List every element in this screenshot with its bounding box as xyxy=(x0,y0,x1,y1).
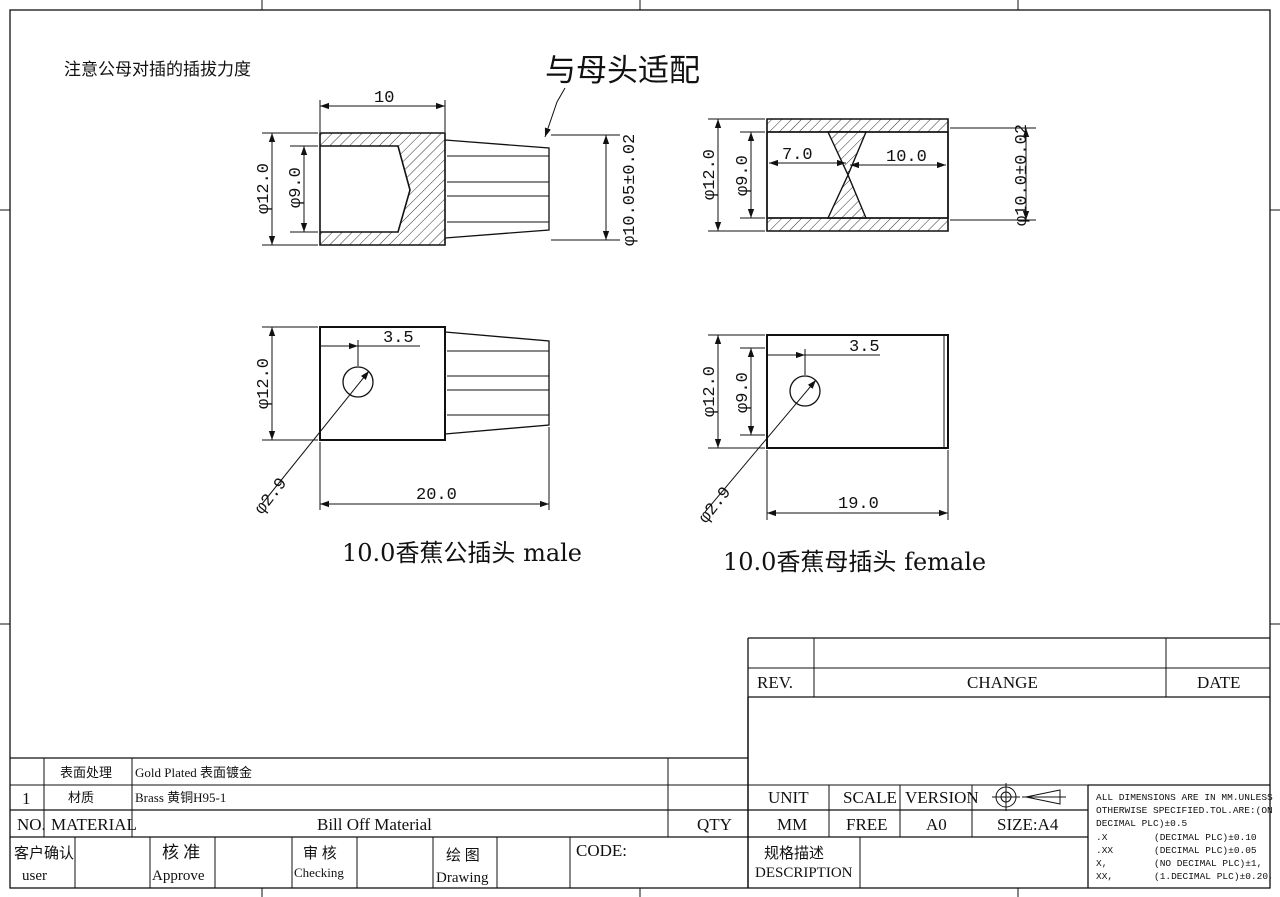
finish-label: 表面处理 xyxy=(60,765,112,780)
bill-header: Bill Off Material xyxy=(317,815,432,834)
dim-male-inner-dia: φ9.0 xyxy=(287,167,306,208)
female-side-view: 3.5 φ12.0 φ9.0 φ2.9 19.0 10.0香蕉母插头 femal… xyxy=(696,334,986,576)
draw-cn: 绘 图 xyxy=(446,847,480,864)
draw-en: Drawing xyxy=(436,870,489,886)
title-block: 表面处理 Gold Plated 表面镀金 1 材质 Brass 黄铜H95-1… xyxy=(10,697,1274,888)
unit-label: UNIT xyxy=(768,788,809,807)
tolerance-line-1: ALL DIMENSIONS ARE IN MM.UNLESS xyxy=(1096,792,1273,803)
dim-female-tip-dia: φ10.0±0.02 xyxy=(1013,124,1032,226)
dim-female-right-depth: 10.0 xyxy=(886,148,927,167)
male-section-view: 10 φ12.0 φ9.0 φ10.05±0.02 xyxy=(255,89,640,246)
customer-confirm-cn: 客户确认 xyxy=(14,845,74,862)
note-mate-with-female: 与母头适配 xyxy=(545,53,700,89)
note-insertion-force: 注意公母对插的插拔力度 xyxy=(64,60,251,80)
material-header: MATERIAL xyxy=(51,815,137,834)
male-title: 10.0香蕉公插头 male xyxy=(342,539,582,567)
male-side-view: 3.5 φ12.0 φ2.9 20.0 10.0香蕉公插头 male xyxy=(252,326,582,567)
description-en: DESCRIPTION xyxy=(755,865,853,881)
tolerance-line-2: OTHERWISE SPECIFIED.TOL.ARE:(ON xyxy=(1096,805,1273,816)
rev-header: REV. xyxy=(757,673,793,692)
no-header: NO. xyxy=(17,815,46,834)
male-cross-hole xyxy=(342,366,374,398)
dim-male-hole-position: 3.5 xyxy=(383,329,414,348)
dim-male-tip-dia: φ10.05±0.02 xyxy=(621,134,640,246)
version-value: A0 xyxy=(926,815,947,834)
female-cone-hatch xyxy=(826,131,868,219)
male-side-pin xyxy=(444,331,550,435)
scale-value: FREE xyxy=(846,815,888,834)
approve-cn: 核 准 xyxy=(162,843,200,862)
tolerance-text-4: (1.DECIMAL PLC)±0.20, xyxy=(1154,871,1274,882)
customer-confirm-en: user xyxy=(22,868,47,884)
tolerance-text-3: (NO DECIMAL PLC)±1, xyxy=(1154,858,1262,869)
material-value: Brass 黄铜H95-1 xyxy=(135,790,226,805)
female-cross-hole xyxy=(789,375,821,407)
material-label: 材质 xyxy=(68,790,94,805)
tolerance-key-2: .XX xyxy=(1096,845,1113,856)
tolerance-key-4: XX, xyxy=(1096,871,1113,882)
finish-value: Gold Plated 表面镀金 xyxy=(135,765,252,780)
projection-symbol-icon xyxy=(992,783,1066,811)
dim-male-total-length: 20.0 xyxy=(416,486,457,505)
qty-header: QTY xyxy=(697,815,732,834)
dim-female-left-depth: 7.0 xyxy=(782,146,813,165)
tolerance-text-2: (DECIMAL PLC)±0.05 xyxy=(1154,845,1257,856)
approve-en: Approve xyxy=(152,868,205,884)
dim-male-length: 10 xyxy=(374,89,394,108)
bom-row-number: 1 xyxy=(22,789,31,808)
dim-male-outer-dia: φ12.0 xyxy=(255,163,274,214)
callout-leader xyxy=(544,87,566,138)
description-cn: 规格描述 xyxy=(764,845,824,862)
version-label: VERSION xyxy=(905,788,979,807)
male-section-hatch xyxy=(319,132,446,246)
revision-table: REV. CHANGE DATE xyxy=(747,637,1270,888)
female-body xyxy=(766,334,949,449)
scale-label: SCALE xyxy=(843,788,897,807)
tolerance-key-1: .X xyxy=(1096,832,1108,843)
female-title: 10.0香蕉母插头 female xyxy=(723,548,986,576)
date-header: DATE xyxy=(1197,673,1240,692)
code-label: CODE: xyxy=(576,841,627,860)
tolerance-text-1: (DECIMAL PLC)±0.10 xyxy=(1154,832,1257,843)
female-section-view: 7.0 10.0 φ12.0 φ9.0 φ10.0±0.02 xyxy=(701,118,1036,232)
male-body xyxy=(319,326,446,441)
size-value: SIZE:A4 xyxy=(997,815,1059,834)
check-en: Checking xyxy=(294,865,344,880)
dim-female-outer-dia: φ12.0 xyxy=(701,149,720,200)
male-pin xyxy=(444,139,550,239)
tolerance-line-3: DECIMAL PLC)±0.5 xyxy=(1096,818,1188,829)
dim-male-side-outer-dia: φ12.0 xyxy=(255,358,274,409)
dim-female-hole-position: 3.5 xyxy=(849,338,880,357)
check-cn: 审 核 xyxy=(303,845,337,862)
dim-female-hole-dia: φ2.9 xyxy=(696,484,736,528)
tolerance-key-3: X, xyxy=(1096,858,1107,869)
dim-female-side-outer-dia: φ12.0 xyxy=(701,366,720,417)
unit-value: MM xyxy=(777,815,807,834)
dim-female-inner-dia: φ9.0 xyxy=(734,155,753,196)
change-header: CHANGE xyxy=(967,673,1038,692)
dim-female-total-length: 19.0 xyxy=(838,495,879,514)
dim-female-side-inner-dia: φ9.0 xyxy=(734,372,753,413)
dim-male-hole-dia: φ2.9 xyxy=(252,475,292,519)
